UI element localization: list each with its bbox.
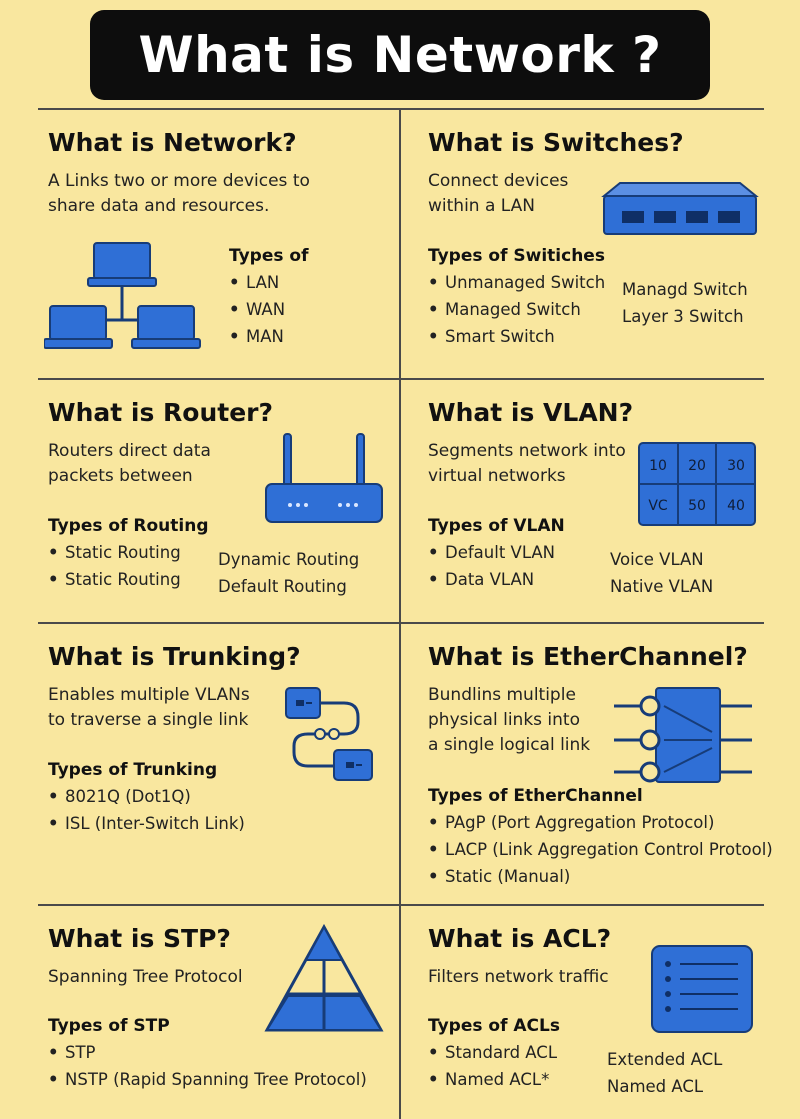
list-item: MAN [229,323,308,350]
section-description: Connect devices within a LAN [428,171,569,216]
list-item: Extended ACL [607,1050,723,1069]
section-heading: What is VLAN? [428,398,634,427]
list-item: Static Routing [48,566,209,593]
types-heading: Types of STP [48,1016,170,1036]
list-item: Voice VLAN [610,550,704,569]
section-acl: What is ACL? Filters network traffic [428,924,648,990]
router-icon [265,433,383,523]
list-item: Unmanaged Switch [428,269,605,296]
types-heading: Types of ACLs [428,1016,560,1036]
section-switches: What is Switches? Connect devices within… [428,128,788,219]
list-item: WAN [229,296,308,323]
list-item: Smart Switch [428,323,605,350]
section-description: Filters network traffic [428,967,609,987]
vlan-grid-label: 50 [688,498,706,514]
section-description: Segments network into virtual networks [428,441,626,486]
section-etherchannel: What is EtherChannel? Bundlins multiple … [428,642,788,758]
acl-types: Types of ACLs Standard ACL Named ACL* [428,1016,560,1093]
vlan-types: Types of VLAN Default VLAN Data VLAN [428,516,565,593]
list-item: PAgP (Port Aggregation Protocol) [428,809,773,836]
vlan-grid-label: 10 [649,458,667,474]
vlan-types-extra: Voice VLAN Native VLAN [610,546,713,600]
section-description: Enables multiple VLANs to traverse a sin… [48,685,250,730]
trunk-link-icon [285,687,373,781]
list-item: LACP (Link Aggregation Control Protool) [428,836,773,863]
section-heading: What is Switches? [428,128,684,157]
pyramid-icon [264,924,384,1032]
trunking-types: Types of Trunking 8021Q (Dot1Q) ISL (Int… [48,760,245,837]
types-heading: Types of Switiches [428,246,605,266]
section-heading: What is ACL? [428,924,612,953]
section-heading: What is STP? [48,924,231,953]
list-item: Named ACL [607,1077,704,1096]
divider-vertical [399,108,401,1119]
title-banner: What is Network ? [90,10,710,100]
types-heading: Types of EtherChannel [428,786,643,806]
page-title: What is Network ? [138,26,662,84]
section-trunking: What is Trunking? Enables multiple VLANs… [48,642,393,733]
section-description: A Links two or more devices to share dat… [48,171,310,216]
list-item: STP [48,1039,367,1066]
section-stp: What is STP? Spanning Tree Protocol [48,924,278,990]
etherchannel-bundle-icon [614,687,752,783]
section-description: Spanning Tree Protocol [48,967,243,987]
list-item: Managd Switch [622,280,748,299]
switch-types: Types of Switiches Unmanaged Switch Mana… [428,246,605,350]
section-heading: What is Trunking? [48,642,301,671]
section-network: What is Network? A Links two or more dev… [48,128,393,219]
types-heading: Types of Routing [48,516,209,536]
list-item: ISL (Inter-Switch Link) [48,810,245,837]
list-item: Default VLAN [428,539,565,566]
acl-types-extra: Extended ACL Named ACL [607,1046,722,1100]
vlan-grid-label: 40 [727,498,745,514]
divider-top [38,108,764,110]
section-heading: What is Network? [48,128,297,157]
divider-row-2 [38,622,764,624]
list-item: Layer 3 Switch [622,307,744,326]
acl-list-icon [651,945,753,1033]
list-item: Named ACL* [428,1066,560,1093]
list-item: Static Routing [48,539,209,566]
stp-types: Types of STP STP NSTP (Rapid Spanning Tr… [48,1016,367,1093]
switch-icon [601,182,759,235]
section-heading: What is Router? [48,398,274,427]
list-item: Native VLAN [610,577,714,596]
section-description: Routers direct data packets between [48,441,211,486]
routing-types-extra: Dynamic Routing Default Routing [218,546,359,600]
list-item: 8021Q (Dot1Q) [48,783,245,810]
vlan-grid-label: 20 [688,458,706,474]
list-item: Static (Manual) [428,863,773,890]
divider-row-1 [38,378,764,380]
vlan-grid-label: 30 [727,458,745,474]
list-item: Standard ACL [428,1039,560,1066]
vlan-grid-label: VC [648,498,668,514]
section-description: Bundlins multiple physical links into a … [428,685,591,755]
list-item: LAN [229,269,308,296]
section-heading: What is EtherChannel? [428,642,748,671]
switch-types-extra: Managd Switch Layer 3 Switch [622,276,748,330]
list-item: NSTP (Rapid Spanning Tree Protocol) [48,1066,367,1093]
list-item: Managed Switch [428,296,605,323]
types-heading: Types of [229,246,309,266]
types-heading: Types of VLAN [428,516,565,536]
divider-row-3 [38,904,764,906]
list-item: Data VLAN [428,566,565,593]
etherchannel-types: Types of EtherChannel PAgP (Port Aggrega… [428,786,773,890]
network-types: Types of LAN WAN MAN [229,246,308,350]
section-router: What is Router? Routers direct data pack… [48,398,393,489]
routing-types: Types of Routing Static Routing Static R… [48,516,209,593]
list-item: Dynamic Routing [218,550,360,569]
vlan-grid-icon: 10 20 30 VC 50 40 [638,442,756,526]
types-heading: Types of Trunking [48,760,218,780]
network-tree-icon [44,242,201,349]
list-item: Default Routing [218,577,347,596]
section-vlan: What is VLAN? Segments network into virt… [428,398,638,489]
